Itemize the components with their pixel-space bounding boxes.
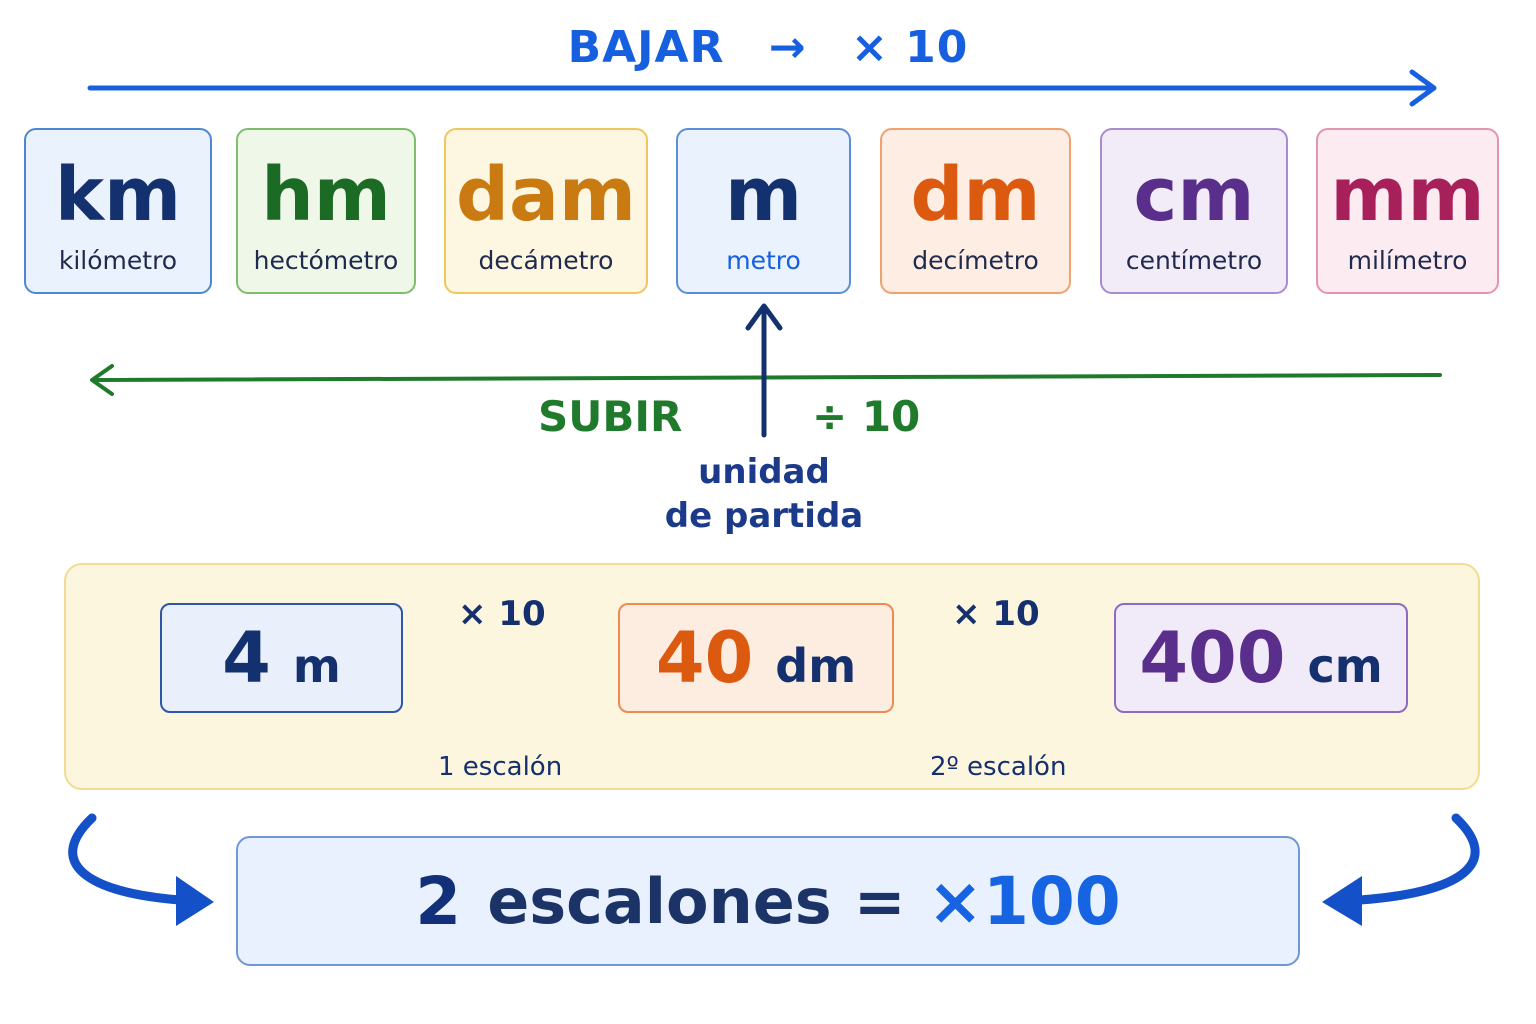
step1-label: 1 escalón: [438, 752, 563, 782]
unit-symbol: dm: [910, 152, 1041, 238]
unit-name: kilómetro: [58, 246, 178, 275]
unit-symbol: dam: [455, 152, 636, 238]
start-label-line2: de partida: [664, 496, 864, 536]
unit-name: metro: [726, 246, 801, 275]
result-word: escalones: [487, 864, 832, 938]
unit-symbol: cm: [1133, 152, 1255, 238]
unit-symbol: hm: [261, 152, 391, 238]
unit-km: km kilómetro: [24, 128, 212, 294]
bajar-text: BAJAR: [567, 22, 725, 73]
example-end-box: 400 cm: [1114, 603, 1408, 713]
start-unit-label: unidad de partida: [614, 450, 914, 538]
subir-operation: ÷ 10: [812, 392, 921, 441]
unit-name: hectómetro: [253, 246, 399, 275]
unit-name: centímetro: [1125, 246, 1263, 275]
left-curve-arrow: [68, 813, 214, 926]
result-count: 2: [415, 862, 462, 940]
subir-label: SUBIR: [538, 392, 683, 441]
result-box: 2 escalones = ×100: [236, 836, 1300, 966]
example-middle-unit: dm: [775, 639, 857, 693]
bajar-label: BAJAR → × 10: [0, 22, 1536, 73]
unit-symbol: m: [724, 152, 803, 238]
start-label-line1: unidad: [698, 452, 830, 492]
example-start-value: 4: [222, 617, 271, 699]
example-start-unit: m: [292, 639, 341, 693]
subir-arrow: [90, 364, 1442, 396]
example-middle-value: 40: [655, 617, 754, 699]
bajar-operation: × 10: [851, 22, 969, 73]
unit-cm: cm centímetro: [1100, 128, 1288, 294]
bajar-arrow: [87, 69, 1437, 107]
unit-dm: dm decímetro: [880, 128, 1071, 294]
unit-m: m metro: [676, 128, 851, 294]
unit-symbol: km: [54, 152, 182, 238]
bajar-arrow-glyph: →: [768, 22, 807, 73]
step2-operation: × 10: [952, 594, 1040, 634]
start-pointer-arrow: [745, 303, 783, 438]
step2-label: 2º escalón: [930, 752, 1067, 782]
unit-name: decámetro: [478, 246, 614, 275]
unit-hm: hm hectómetro: [236, 128, 416, 294]
result-factor: ×100: [927, 862, 1121, 940]
right-curve-arrow: [1322, 813, 1480, 926]
unit-name: milímetro: [1347, 246, 1468, 275]
unit-name: decímetro: [912, 246, 1039, 275]
unit-dam: dam decámetro: [444, 128, 648, 294]
example-start-box: 4 m: [160, 603, 403, 713]
unit-mm: mm milímetro: [1316, 128, 1499, 294]
example-end-unit: cm: [1307, 639, 1383, 693]
unit-symbol: mm: [1330, 152, 1485, 238]
result-equals: =: [853, 864, 906, 938]
example-middle-box: 40 dm: [618, 603, 894, 713]
example-end-value: 400: [1139, 617, 1286, 699]
step1-operation: × 10: [458, 594, 546, 634]
